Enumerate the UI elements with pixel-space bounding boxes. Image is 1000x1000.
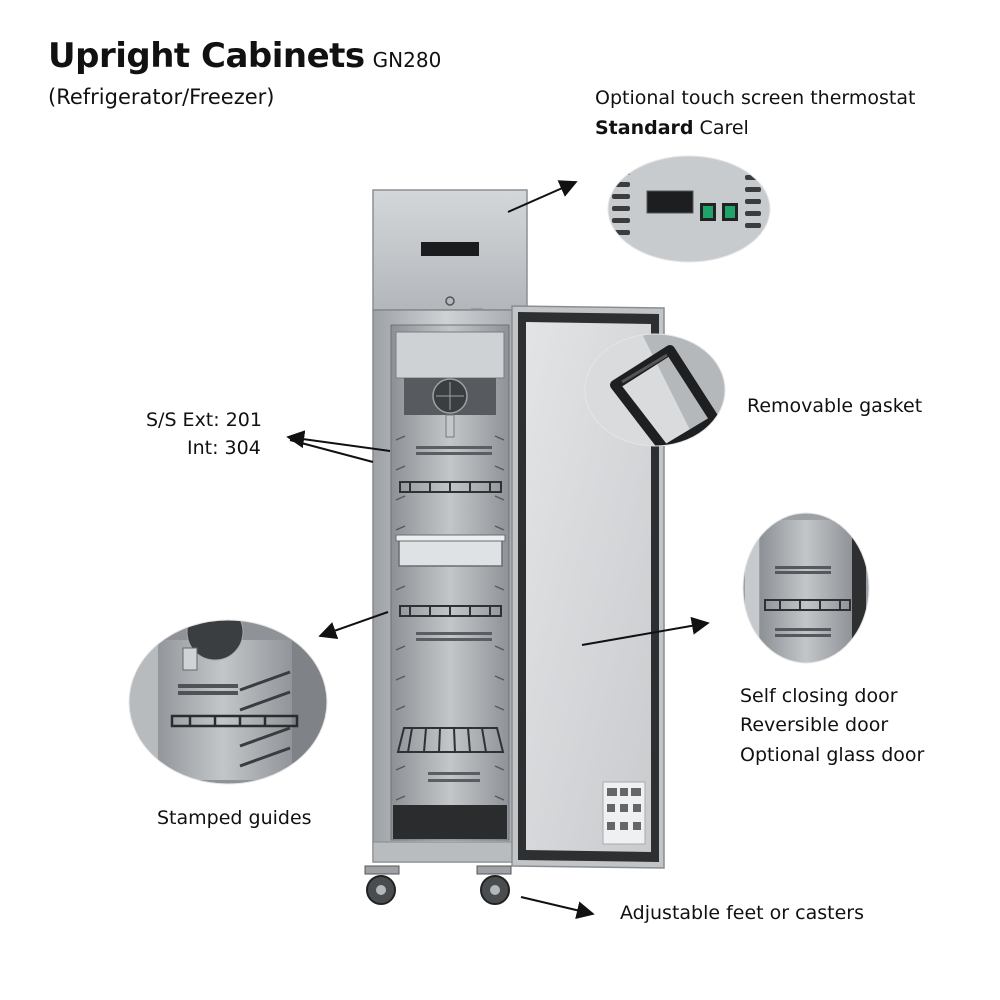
evaporator-fan-icon [186, 620, 244, 661]
door-closeup [743, 513, 869, 663]
page-subtitle: (Refrigerator/Freezer) [48, 85, 275, 109]
thermostat-standard-label: Standard Carel [595, 117, 749, 139]
cabinet [364, 189, 665, 905]
thermostat-screen [646, 190, 694, 214]
arrow-steel-int [286, 430, 391, 452]
side-guides [395, 435, 505, 801]
feet-label: Adjustable feet or casters [620, 902, 864, 924]
lock-icon [445, 296, 455, 306]
carel-word: Carel [693, 117, 749, 139]
standard-word: Standard [595, 117, 694, 139]
gastronorm-pan [395, 534, 506, 567]
thermostat-label: Optional touch screen thermostat [595, 87, 916, 109]
steel-int-label: Int: 304 [187, 437, 261, 459]
caster-wheel-icon [364, 865, 400, 905]
arrow-feet [520, 896, 595, 920]
cabinet-door [511, 305, 665, 869]
arrow-thermostat [507, 180, 578, 213]
door-inner-panel [526, 322, 651, 852]
wire-shelf [396, 727, 505, 753]
gasket-label: Removable gasket [747, 395, 923, 417]
self-closing-door-label: Self closing door [740, 685, 898, 707]
page-title: Upright Cabinets GN280 [48, 36, 441, 76]
wire-shelf [399, 481, 502, 493]
caster-wheel-icon [476, 865, 512, 905]
title-text: Upright Cabinets [48, 36, 365, 76]
arrow-guides [318, 611, 389, 640]
model-number: GN280 [372, 48, 442, 72]
cabinet-floor [393, 805, 507, 839]
reversible-door-label: Reversible door [740, 714, 889, 736]
glass-door-label: Optional glass door [740, 744, 925, 766]
back-vents [416, 446, 492, 782]
thermostat-display [421, 242, 479, 256]
stamped-guide-rails [239, 670, 291, 768]
wire-shelf [170, 714, 299, 728]
arrow-door [581, 616, 710, 646]
arrow-steel-ext [289, 439, 374, 463]
callout-arrows [286, 180, 710, 920]
stamped-guides-label: Stamped guides [157, 807, 312, 829]
guides-closeup [129, 620, 327, 784]
steel-ext-label: S/S Ext: 201 [146, 409, 262, 431]
wire-shelf [399, 605, 502, 617]
thermostat-closeup [608, 156, 770, 262]
